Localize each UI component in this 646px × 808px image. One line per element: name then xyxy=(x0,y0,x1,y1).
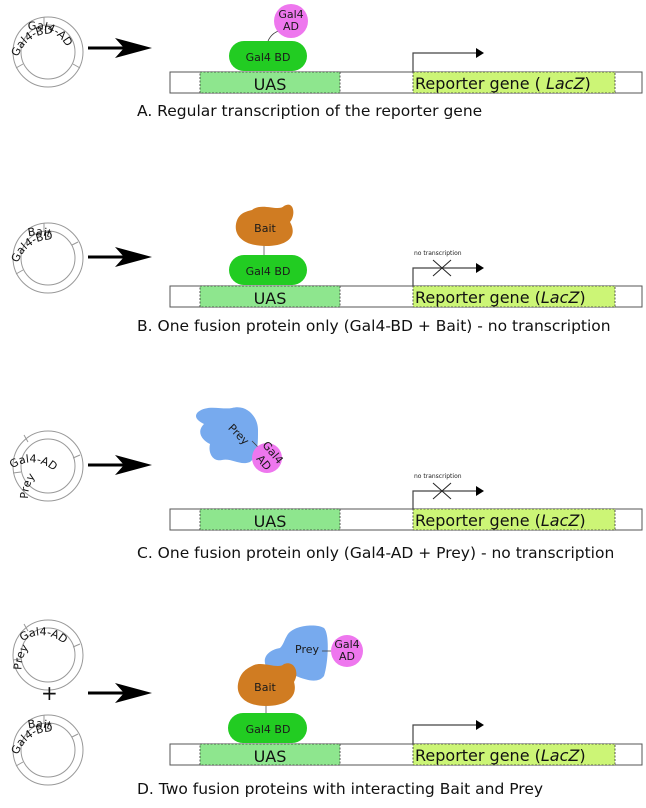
panel-c: Prey Gal4-AD UAS Reporter gene (LacZ) no… xyxy=(4,407,643,562)
gal4-bd-protein: Gal4 BD xyxy=(229,255,307,285)
uas-region xyxy=(199,71,341,94)
panel-a: Gal4-BD Gal4-AD UAS Reporter gene ( LacZ… xyxy=(9,4,643,120)
caption-a: A. Regular transcription of the reporter… xyxy=(137,102,482,120)
reporter-region xyxy=(412,743,616,766)
plasmid-d-bait: Gal4-BD Bait xyxy=(9,706,84,786)
svg-text:Bait: Bait xyxy=(254,222,276,235)
reporter-region xyxy=(412,508,616,531)
prey-protein: Prey xyxy=(196,407,258,464)
dna-strand: UAS Reporter gene (LacZ) xyxy=(169,285,643,308)
svg-text:Gal4 BD: Gal4 BD xyxy=(246,51,291,64)
panel-b: Gal4-BD Bait UAS Reporter gene (LacZ) no… xyxy=(9,204,643,335)
blocked-transcription-arrow-icon: no transcription xyxy=(412,250,484,286)
caption-b: B. One fusion protein only (Gal4-BD + Ba… xyxy=(137,317,611,335)
transcription-arrow-icon xyxy=(412,48,484,72)
blocked-transcription-arrow-icon: no transcription xyxy=(412,473,484,509)
svg-text:Gal4 BD: Gal4 BD xyxy=(246,723,291,736)
plasmid-d-prey: Prey Gal4-AD xyxy=(3,611,84,691)
arrow-icon xyxy=(88,683,152,703)
uas-region xyxy=(199,508,341,531)
no-transcription-label: no transcription xyxy=(414,250,462,257)
svg-text:Gal4: Gal4 xyxy=(278,8,303,21)
bait-protein: Bait xyxy=(235,204,294,246)
gal4-ad-protein: Gal4 AD xyxy=(331,635,363,667)
reporter-label: Reporter gene ( LacZ) xyxy=(415,74,591,93)
uas-label: UAS xyxy=(254,75,287,94)
transcription-arrow-icon xyxy=(412,720,484,744)
gal4-bd-protein: Gal4 BD xyxy=(228,713,307,743)
svg-text:Gal4 BD: Gal4 BD xyxy=(246,265,291,278)
plasmid-b: Gal4-BD Bait xyxy=(9,214,84,294)
plus-sign: + xyxy=(41,681,58,705)
no-transcription-label: no transcription xyxy=(414,473,462,480)
plasmid-c: Prey Gal4-AD xyxy=(4,430,84,503)
arrow-icon xyxy=(88,247,152,267)
svg-text:AD: AD xyxy=(283,20,299,33)
reporter-label: Reporter gene (LacZ) xyxy=(415,746,586,765)
panel-d: Prey Gal4-AD + Gal4-BD Bait UAS Reporter… xyxy=(3,611,643,798)
uas-label: UAS xyxy=(254,289,287,308)
svg-text:Prey: Prey xyxy=(3,639,37,674)
uas-region xyxy=(199,285,341,308)
reporter-label: Reporter gene (LacZ) xyxy=(415,511,586,530)
gal4-ad-protein: Gal4 AD xyxy=(252,439,286,473)
gal4-bd-protein: Gal4 BD xyxy=(229,41,307,71)
caption-d: D. Two fusion proteins with interacting … xyxy=(137,780,543,798)
uas-label: UAS xyxy=(254,747,287,766)
bait-protein: Bait xyxy=(237,663,297,706)
svg-text:Gal4-AD: Gal4-AD xyxy=(22,5,76,61)
dna-strand: UAS Reporter gene (LacZ) xyxy=(169,508,643,531)
arrow-icon xyxy=(88,455,152,475)
uas-region xyxy=(199,743,341,766)
dna-strand: UAS Reporter gene ( LacZ) xyxy=(169,71,643,94)
arrow-icon xyxy=(88,38,152,58)
caption-c: C. One fusion protein only (Gal4-AD + Pr… xyxy=(137,544,614,562)
plasmid-a: Gal4-BD Gal4-AD xyxy=(9,5,84,88)
svg-text:Gal4: Gal4 xyxy=(334,638,359,651)
reporter-region xyxy=(412,285,616,308)
plasmid-label: Gal4-AD xyxy=(22,5,76,61)
reporter-label: Reporter gene (LacZ) xyxy=(415,288,586,307)
linker xyxy=(251,440,259,448)
svg-text:AD: AD xyxy=(339,650,355,663)
plasmid-label: Prey xyxy=(3,639,37,674)
gal4-ad-protein: Gal4 AD xyxy=(274,4,308,38)
uas-label: UAS xyxy=(254,512,287,531)
svg-text:Bait: Bait xyxy=(254,681,276,694)
svg-text:Prey: Prey xyxy=(295,643,319,656)
reporter-region xyxy=(412,71,616,94)
dna-strand: UAS Reporter gene (LacZ) xyxy=(169,743,643,766)
